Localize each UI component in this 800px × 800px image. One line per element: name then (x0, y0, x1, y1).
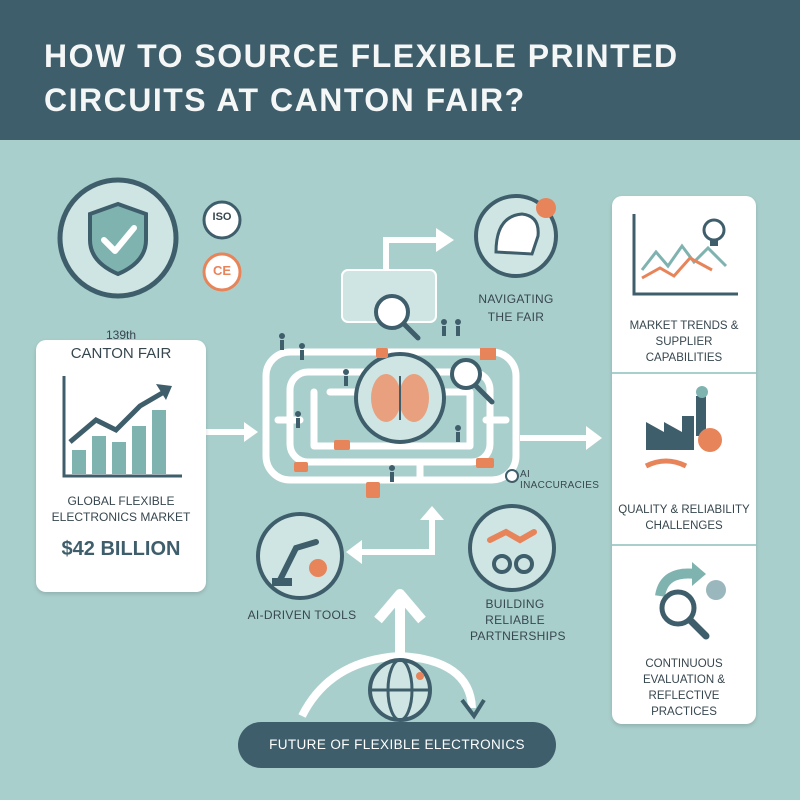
magnifier-icon (450, 348, 496, 405)
robot-arm-icon (256, 512, 344, 600)
arrow-to-right-panel-icon (520, 426, 602, 450)
ce-badge-label: CE (212, 263, 232, 278)
magnifier-cycle-icon (655, 562, 726, 640)
iso-badge-icon (202, 200, 242, 240)
handshake-gears-icon (468, 504, 556, 592)
navigating-label: NAVIGATING THE FAIR (478, 292, 554, 324)
globe-growth-icon (298, 589, 486, 722)
market-growth-chart-icon (62, 376, 182, 478)
trend-lightbulb-icon (632, 214, 738, 296)
chat-bubble-icons (294, 348, 494, 498)
shield-check-icon (57, 177, 179, 299)
ce-badge-icon (202, 252, 242, 292)
insight-divider (612, 372, 756, 374)
ai-inaccuracies-label: AI INACCURACIES (520, 469, 600, 491)
warning-filter-icon (505, 469, 519, 483)
arrow-to-maze-icon (206, 422, 258, 442)
insight-quality: QUALITY & RELIABILITY CHALLENGES (618, 504, 750, 532)
circuit-screen-icon (341, 269, 437, 341)
page-title: HOW TO SOURCE FLEXIBLE PRINTED CIRCUITS … (44, 38, 679, 118)
footer-banner (238, 722, 556, 768)
brain-icon (354, 352, 446, 444)
partnerships-label: BUILDING RELIABLE PARTNERSHIPS (470, 597, 566, 643)
fair-edition: 139th (105, 328, 137, 342)
insight-divider (612, 544, 756, 546)
header-banner (0, 0, 800, 140)
infographic-art (57, 177, 602, 722)
insights-card (612, 196, 756, 724)
market-label: GLOBAL FLEXIBLE ELECTRONICS MARKET (51, 494, 191, 524)
insight-continuous-evaluation: CONTINUOUS EVALUATION & REFLECTIVE PRACT… (642, 658, 725, 718)
arrow-to-ai-tools-icon (346, 506, 444, 564)
iso-badge-label: ISO (212, 211, 232, 223)
people-figures-icon (279, 319, 461, 482)
market-value: $42 BILLION (61, 538, 181, 560)
ai-tools-label: AI-DRIVEN TOOLS (247, 608, 357, 622)
insight-market-trends: MARKET TRENDS & SUPPLIER CAPABILITIES (629, 320, 739, 364)
footer-label: FUTURE OF FLEXIBLE ELECTRONICS (269, 737, 525, 752)
fair-name: CANTON FAIR (70, 345, 172, 362)
navigating-head-icon (474, 194, 558, 278)
factory-question-icon (644, 386, 722, 469)
